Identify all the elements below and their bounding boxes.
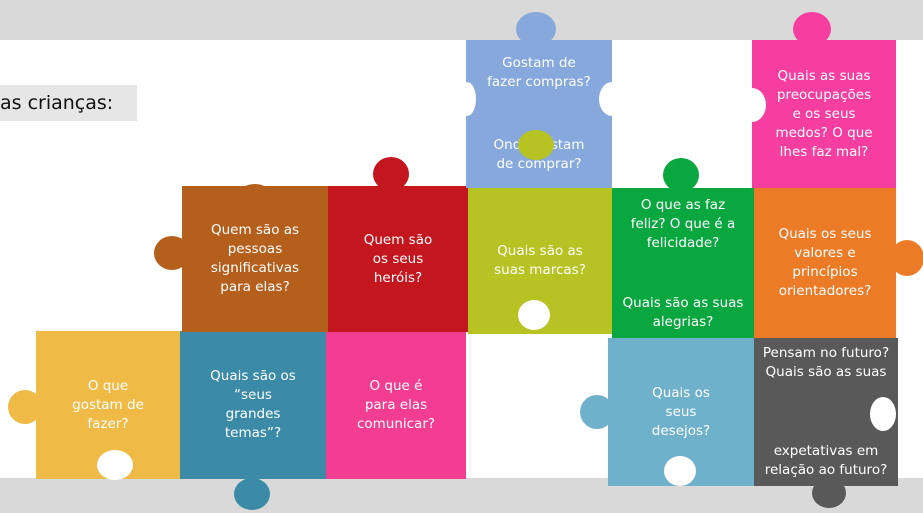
puzzle-hole — [664, 456, 696, 486]
piece-text-line: e os seus — [792, 105, 856, 122]
piece-text-line: orientadores? — [778, 283, 872, 299]
piece-text-group: Quais são as suas alegrias? — [623, 294, 744, 332]
piece-text-group: expetativas em relação ao futuro? — [765, 442, 888, 480]
piece-text-line: Quais as suas — [777, 67, 871, 84]
piece-text-line: os seus — [372, 250, 424, 267]
piece-text-line: Quem são as — [210, 222, 300, 238]
piece-text-line: para elas? — [220, 279, 290, 295]
puzzle-knob — [234, 478, 270, 510]
piece-text-line: Pensam no futuro? — [762, 345, 890, 361]
piece-text-line: gostam de — [72, 396, 144, 413]
piece-text-line: Quais são os — [210, 368, 296, 384]
puzzle-piece-medos: Quais as suas preocupações e os seus med… — [752, 40, 896, 188]
piece-text-line: medos? O que — [775, 124, 873, 141]
slide-subtitle: as crianças: — [0, 85, 137, 121]
piece-text-line: “seus — [234, 387, 272, 403]
piece-text-line: O que as faz — [640, 197, 726, 213]
piece-text-line: Quais são as — [497, 243, 583, 259]
piece-text-line: feliz? O que é a — [630, 216, 736, 232]
puzzle-hole — [518, 300, 550, 330]
piece-text-group: Pensam no futuro? Quais são as suas — [763, 344, 889, 382]
piece-text-line: fazer compras? — [487, 74, 591, 90]
piece-text-line: comunicar? — [356, 415, 436, 432]
piece-text-line: suas marcas? — [494, 262, 586, 278]
puzzle-hole — [458, 82, 476, 116]
piece-text-line: desejos? — [651, 422, 711, 439]
top-band — [0, 0, 923, 40]
piece-text-line: seus — [665, 403, 697, 420]
piece-text-line: temas”? — [224, 425, 282, 441]
puzzle-hole — [738, 88, 766, 122]
puzzle-knob — [373, 157, 409, 191]
piece-text-line: Quais os — [652, 384, 710, 401]
puzzle-piece-herois: Quem são os seus heróis? — [328, 186, 468, 332]
piece-text-line: O que é — [369, 377, 423, 394]
puzzle-hole — [97, 450, 133, 480]
puzzle-hole — [870, 397, 896, 431]
piece-text-line: Quais os seus — [778, 226, 872, 242]
puzzle-piece-valores: Quais os seus valores e princípios orien… — [754, 188, 896, 338]
piece-text-line: O que — [87, 377, 129, 394]
puzzle-piece-gostam-fazer: O que gostam de fazer? — [36, 331, 180, 479]
piece-text-line: felicidade? — [646, 235, 720, 251]
piece-text-line: princípios — [792, 264, 858, 280]
piece-text-line: de comprar? — [496, 156, 582, 172]
piece-text-line: significativas — [210, 260, 300, 276]
puzzle-piece-comunicar: O que é para elas comunicar? — [326, 331, 466, 479]
puzzle-piece-pessoas: Quem são as pessoas significativas para … — [182, 186, 328, 332]
puzzle-hole — [599, 82, 625, 116]
piece-text-line: alegrias? — [652, 314, 714, 330]
piece-text-line: relação ao futuro? — [764, 462, 888, 478]
piece-text-line: lhes faz mal? — [779, 143, 869, 160]
piece-text-line: Quais são as suas — [765, 364, 887, 380]
piece-text-line: grandes — [225, 406, 281, 422]
piece-text-line: para elas — [364, 396, 428, 413]
puzzle-hole — [518, 130, 554, 160]
puzzle-piece-grandes-temas: Quais são os “seus grandes temas”? — [180, 331, 326, 479]
puzzle-piece-felicidade: O que as faz feliz? O que é a felicidade… — [612, 188, 754, 338]
piece-text-line: valores e — [794, 245, 856, 261]
piece-text-line: Gostam de — [502, 55, 576, 71]
piece-text-group: O que as faz feliz? O que é a felicidade… — [631, 196, 736, 253]
puzzle-piece-compras: Gostam de fazer compras? Onde gostam de … — [466, 40, 612, 188]
piece-text-line: Quem são — [363, 231, 433, 248]
puzzle-knob — [663, 158, 699, 192]
piece-text-line: expetativas em — [773, 443, 879, 459]
piece-text-line: pessoas — [227, 241, 283, 257]
piece-text-line: heróis? — [373, 269, 423, 286]
piece-text-group: Gostam de fazer compras? — [487, 54, 591, 92]
piece-text-line: preocupações — [776, 86, 872, 103]
piece-text-line: fazer? — [87, 415, 129, 432]
piece-text-line: Quais são as suas — [622, 295, 744, 311]
